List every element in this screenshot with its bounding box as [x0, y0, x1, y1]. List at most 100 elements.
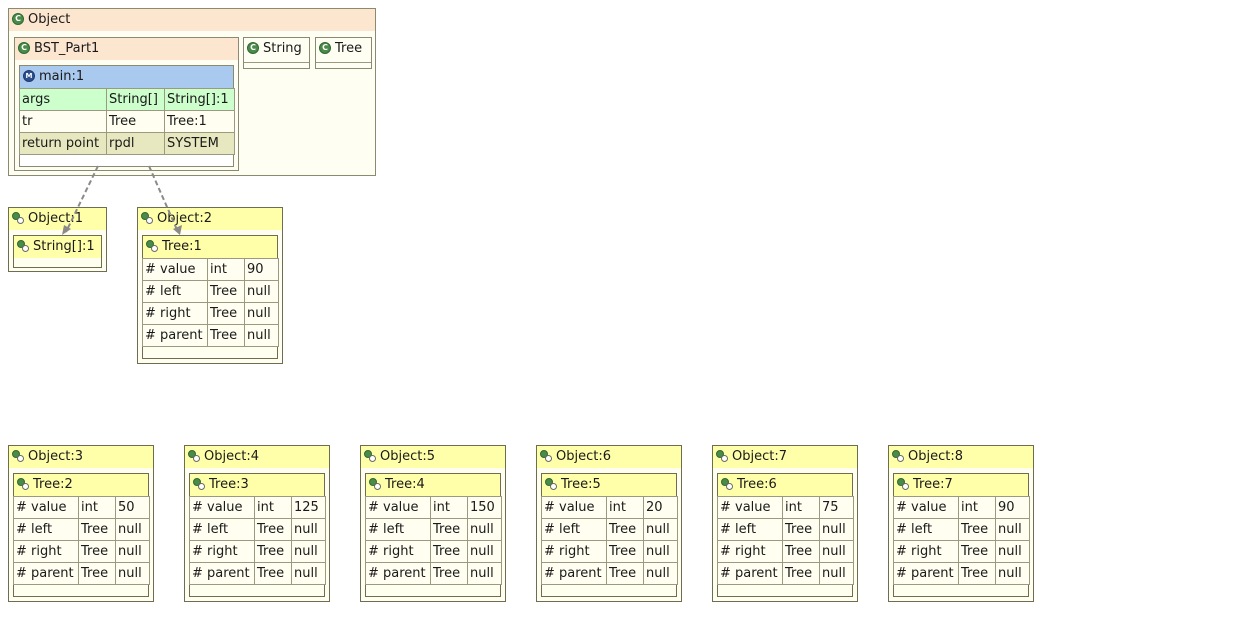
object-icon: [369, 478, 381, 490]
variable-row-args[interactable]: args String[] String[]:1: [19, 88, 235, 111]
field-type: Tree: [207, 324, 245, 347]
field-value: null: [467, 562, 502, 585]
object-2-title: Object:2: [157, 211, 212, 226]
field-value: 20: [643, 496, 678, 519]
field-name: # value: [142, 258, 208, 281]
object-1-frame[interactable]: Object:1 String[]:1: [8, 207, 107, 272]
field-value: null: [244, 280, 279, 303]
tree-class-frame[interactable]: Tree: [315, 37, 372, 69]
object-icon: [892, 450, 904, 462]
field-value: null: [643, 518, 678, 541]
tree-7-title: Tree:7: [913, 477, 953, 492]
tree-2-header: Tree:2: [14, 474, 148, 496]
field-value: null: [643, 540, 678, 563]
tree-5-header: Tree:5: [542, 474, 676, 496]
field-value: 90: [244, 258, 279, 281]
object-icon: [193, 478, 205, 490]
class-icon: [247, 42, 259, 54]
arrowhead-icon: [173, 225, 182, 235]
method-icon: [23, 70, 35, 82]
object-5-header: Object:5: [361, 446, 505, 468]
field-name: # parent: [13, 562, 79, 585]
field-value: null: [643, 562, 678, 585]
field-value: 90: [995, 496, 1030, 519]
object-icon: [897, 478, 909, 490]
field-value: null: [995, 562, 1030, 585]
object-icon: [721, 478, 733, 490]
variable-row-return-point[interactable]: return point rpdl SYSTEM: [19, 132, 235, 155]
field-name: # parent: [142, 324, 208, 347]
field-name: # parent: [893, 562, 959, 585]
divider: [244, 62, 309, 63]
string-array-1-frame[interactable]: String[]:1: [13, 235, 102, 268]
field-type: int: [958, 496, 996, 519]
main-variables-table: args String[] String[]:1 tr Tree Tree:1 …: [19, 88, 235, 155]
field-type: Tree: [430, 518, 468, 541]
main-method-frame[interactable]: main:1 args String[] String[]:1 tr Tree …: [19, 65, 235, 167]
field-type: Tree: [207, 280, 245, 303]
field-name: # value: [189, 496, 255, 519]
bst-part1-title: BST_Part1: [34, 41, 100, 56]
object-3-title: Object:3: [28, 449, 83, 464]
field-value: null: [291, 518, 326, 541]
bst-part1-header: BST_Part1: [15, 38, 238, 60]
object-class-header: Object: [9, 9, 375, 31]
field-value: null: [115, 562, 150, 585]
tree-6-title: Tree:6: [737, 477, 777, 492]
string-array-1-title: String[]:1: [33, 239, 95, 254]
string-class-frame[interactable]: String: [243, 37, 310, 69]
class-icon: [319, 42, 331, 54]
field-value: null: [244, 302, 279, 325]
reference-arrow-tr: [148, 165, 179, 233]
object-icon: [17, 478, 29, 490]
variable-row-tr[interactable]: tr Tree Tree:1: [19, 110, 235, 133]
variable-value: SYSTEM: [164, 132, 235, 155]
field-type: int: [430, 496, 468, 519]
bst-part1-class-frame[interactable]: BST_Part1 main:1 args String[] String[]:…: [14, 37, 239, 171]
variable-type: Tree: [106, 110, 165, 133]
field-name: # value: [717, 496, 783, 519]
tree-3-header: Tree:3: [190, 474, 324, 496]
object-icon: [540, 450, 552, 462]
object-class-frame[interactable]: Object BST_Part1 main:1 args String[] St…: [8, 8, 376, 176]
